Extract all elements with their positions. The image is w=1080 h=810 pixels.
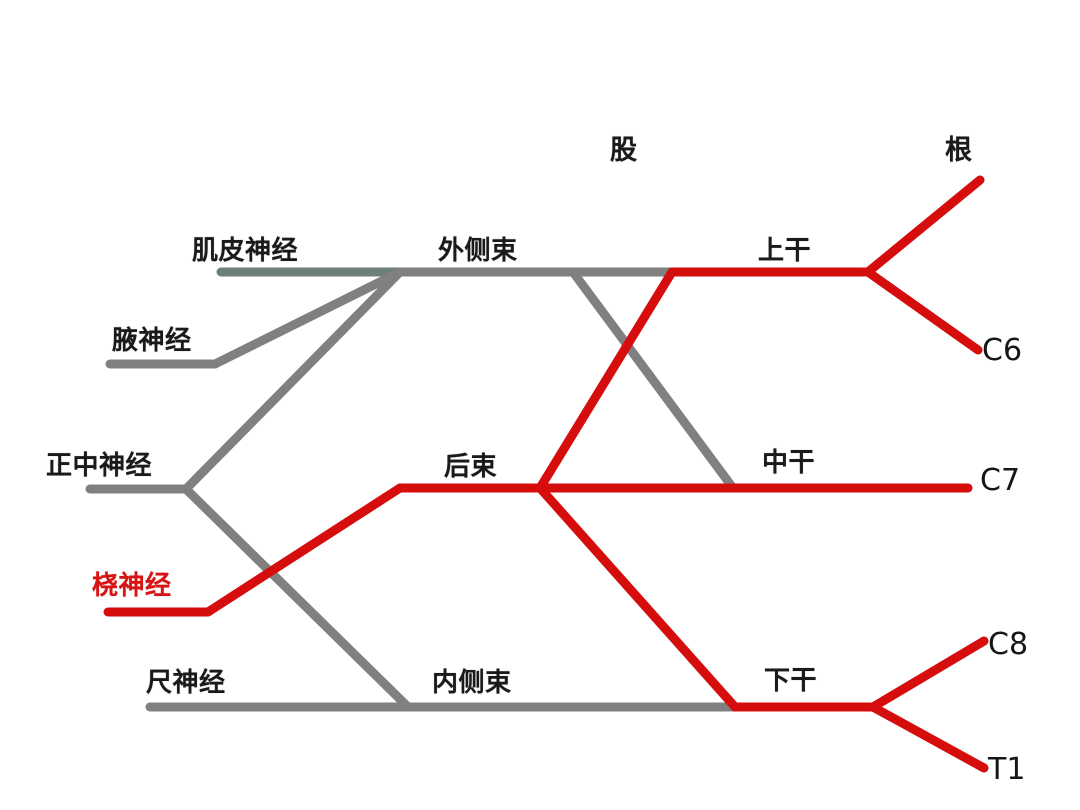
lateral-cord-to-middle-trunk bbox=[568, 267, 738, 493]
lower-trunk-to-t1 bbox=[868, 702, 989, 773]
axillary-to-lateral-cord bbox=[210, 267, 405, 369]
median-down-to-medial-cord bbox=[181, 484, 413, 712]
lower-trunk-to-c8 bbox=[868, 636, 989, 712]
median-up-to-musculocutaneous-cross bbox=[181, 267, 405, 494]
header-roots: 根 bbox=[945, 135, 973, 166]
label-axillary-nerve: 腋神经 bbox=[112, 326, 192, 356]
label-middle-trunk: 中干 bbox=[762, 448, 816, 478]
label-root-t1: T1 bbox=[988, 752, 1026, 787]
label-musculocutaneous-nerve: 肌皮神经 bbox=[192, 236, 299, 266]
label-medial-cord: 内侧束 bbox=[432, 668, 512, 698]
label-ulnar-nerve: 尺神经 bbox=[146, 668, 226, 698]
label-lower-trunk: 下干 bbox=[764, 666, 818, 696]
label-radial-nerve: 桡神经 bbox=[92, 571, 172, 601]
radial-to-posterior-cord bbox=[203, 483, 405, 617]
header-divisions: 股 bbox=[610, 135, 638, 166]
upper-trunk-to-c5 bbox=[863, 175, 985, 277]
label-upper-trunk: 上干 bbox=[758, 236, 812, 266]
red-nerve-paths bbox=[103, 175, 989, 773]
label-median-nerve: 正中神经 bbox=[46, 451, 153, 481]
posterior-cord-to-lower-trunk bbox=[535, 483, 740, 712]
label-root-c6: C6 bbox=[982, 333, 1023, 368]
label-posterior-cord: 后束 bbox=[444, 452, 498, 482]
label-root-c8: C8 bbox=[988, 627, 1029, 662]
gray-nerve-paths bbox=[85, 267, 740, 712]
label-root-c7: C7 bbox=[980, 463, 1021, 498]
posterior-cord-to-upper-trunk bbox=[535, 267, 677, 493]
upper-trunk-to-c6 bbox=[863, 267, 983, 355]
label-lateral-cord: 外侧束 bbox=[438, 236, 518, 266]
